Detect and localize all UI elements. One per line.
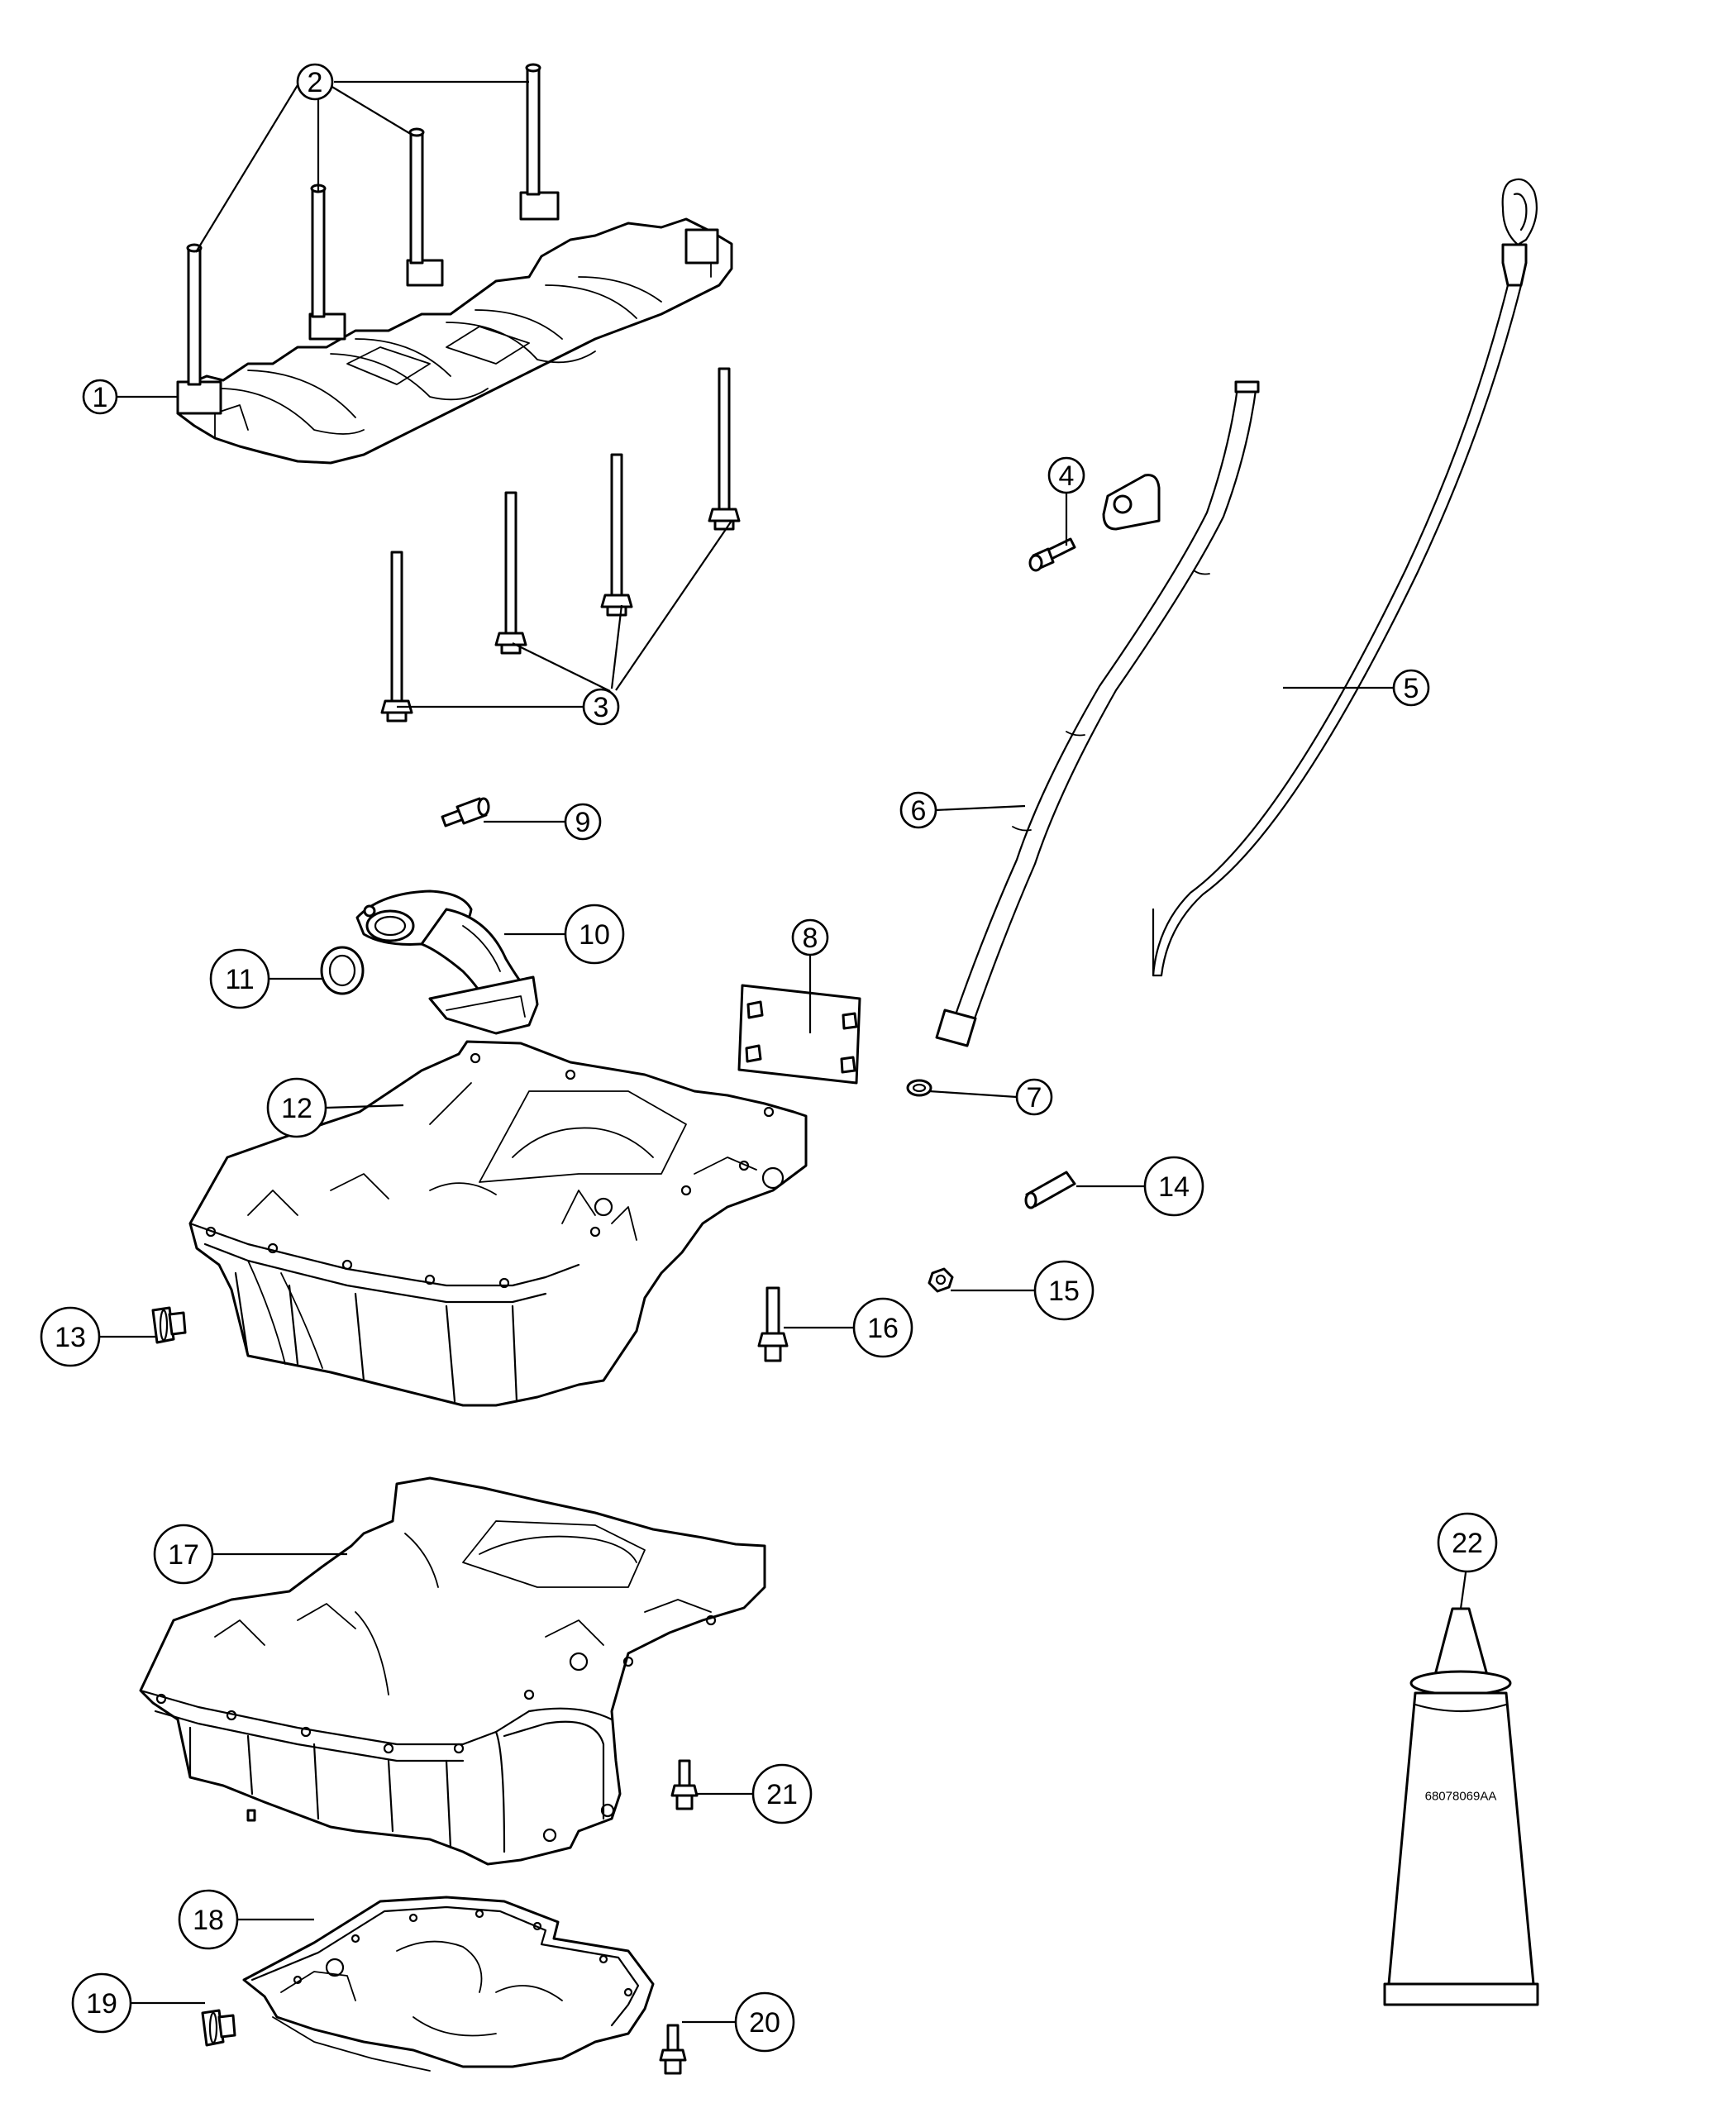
callout-22: 22 (1437, 1512, 1498, 1573)
callout-2: 2 (296, 63, 334, 101)
sealant-tube-part-22: 68078069AA (1383, 1607, 1539, 2006)
lower-oil-pan-part-18 (242, 1896, 655, 2072)
callout-15: 15 (1033, 1260, 1095, 1321)
callout-4: 4 (1047, 456, 1085, 494)
bolt-part-21 (670, 1759, 699, 1810)
svg-text:2: 2 (308, 67, 323, 98)
bolt-part-9 (441, 797, 490, 827)
callout-9: 9 (564, 803, 602, 841)
cover-plate-part-8 (737, 984, 861, 1085)
svg-text:20: 20 (749, 2007, 780, 2039)
oil-pickup-tube-part-10 (355, 889, 539, 1035)
callout-14: 14 (1143, 1156, 1204, 1217)
svg-text:15: 15 (1048, 1276, 1080, 1307)
nut-part-15 (928, 1267, 954, 1293)
svg-text:8: 8 (803, 923, 818, 954)
bedplate-part-1 (176, 191, 733, 465)
bolt-part-20 (659, 2024, 687, 2075)
svg-text:4: 4 (1059, 460, 1075, 492)
long-bolt-part-3 (380, 367, 741, 723)
svg-text:13: 13 (55, 1322, 86, 1353)
callout-17: 17 (153, 1524, 214, 1585)
oring-part-7 (906, 1079, 932, 1097)
callout-16: 16 (852, 1297, 913, 1358)
bedplate-stud-part-2 (186, 63, 541, 386)
callout-1: 1 (82, 379, 118, 415)
svg-text:21: 21 (766, 1779, 798, 1810)
svg-text:18: 18 (193, 1905, 224, 1936)
svg-text:14: 14 (1158, 1171, 1190, 1203)
svg-text:17: 17 (168, 1539, 199, 1571)
upper-oil-pan-part-12 (188, 1040, 808, 1407)
drain-plug-part-19 (201, 2009, 236, 2047)
svg-text:9: 9 (575, 807, 591, 838)
svg-text:11: 11 (225, 964, 254, 995)
callout-7: 7 (1015, 1078, 1053, 1116)
sealant-part-number-label: 68078069AA (1425, 1790, 1497, 1804)
svg-text:7: 7 (1027, 1082, 1042, 1114)
seal-ring-part-11 (320, 946, 365, 995)
svg-text:22: 22 (1452, 1528, 1483, 1559)
callout-6: 6 (899, 791, 937, 829)
callout-20: 20 (734, 1991, 795, 2053)
dipstick-part-5 (1152, 178, 1538, 977)
callout-5: 5 (1392, 669, 1430, 707)
svg-text:10: 10 (579, 919, 610, 951)
dowel-pin-part-14 (1024, 1171, 1076, 1209)
svg-text:19: 19 (86, 1988, 117, 2020)
svg-text:16: 16 (867, 1313, 899, 1344)
callout-13: 13 (40, 1306, 101, 1367)
callout-11: 11 (209, 948, 270, 1009)
svg-text:5: 5 (1404, 673, 1419, 704)
callout-3: 3 (582, 688, 620, 726)
oil-pan-assembly-part-17 (139, 1476, 766, 1866)
callout-12: 12 (266, 1077, 327, 1138)
leader-lines (99, 80, 1469, 2024)
callout-18: 18 (178, 1889, 239, 1950)
svg-text:12: 12 (281, 1093, 312, 1124)
svg-text:6: 6 (911, 795, 927, 827)
callout-19: 19 (71, 1972, 132, 2034)
stud-bolt-part-16 (757, 1286, 789, 1362)
dipstick-tube-part-6 (935, 380, 1260, 1047)
drain-plug-part-13 (151, 1306, 187, 1344)
svg-text:1: 1 (93, 382, 108, 413)
svg-text:3: 3 (594, 692, 609, 723)
callout-21: 21 (751, 1763, 813, 1824)
callout-10: 10 (564, 904, 625, 965)
small-bolt-part-4 (1028, 537, 1076, 572)
callout-8: 8 (791, 918, 829, 956)
